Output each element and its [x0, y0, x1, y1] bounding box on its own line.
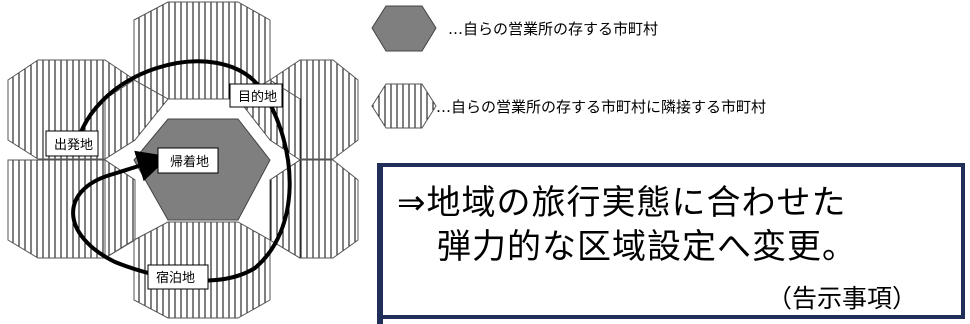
hex-gap-bl: [104, 159, 136, 259]
label-departure: 出発地: [54, 138, 93, 153]
callout-accent-bar: [377, 163, 383, 324]
label-lodging: 宿泊地: [156, 270, 195, 286]
label-box-destination: [229, 83, 283, 108]
legend-own-city-label: …自らの営業所の存する市町村: [448, 20, 659, 38]
label-return: 帰着地: [170, 154, 209, 170]
hex-gap-left: [104, 79, 169, 160]
label-destination: 目的地: [238, 89, 277, 105]
callout-line1: ⇒地域の旅行実態に合わせた: [397, 183, 847, 223]
route-line: [71, 59, 292, 283]
label-box-departure: [45, 130, 99, 157]
label-box-return: [157, 147, 219, 174]
legend-adjacent-city-icon: [371, 83, 437, 129]
callout-line2: 弾力的な区域設定へ変更。: [437, 227, 857, 267]
callout-box: ⇒地域の旅行実態に合わせた 弾力的な区域設定へ変更。 （告示事項）: [377, 163, 965, 319]
legend-own-city-icon: [371, 5, 437, 52]
label-box-lodging: [147, 264, 209, 290]
callout-note: （告示事項）: [767, 284, 918, 313]
legend-adjacent-city-label: …自らの営業所の存する市町村に隣接する市町村: [436, 98, 767, 116]
